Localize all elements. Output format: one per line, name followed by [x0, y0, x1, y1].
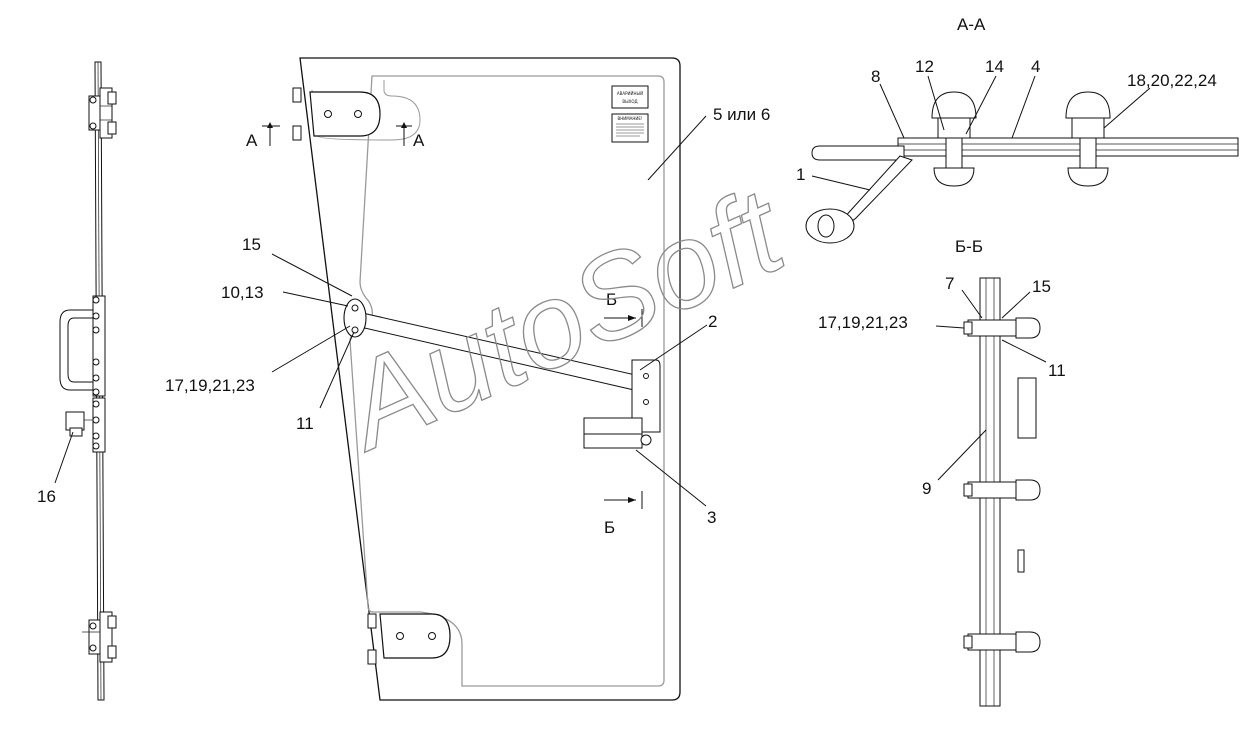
- leader-15: [271, 253, 353, 297]
- leader-1: [811, 175, 871, 191]
- leader-7: [961, 289, 983, 319]
- callout-11: 11: [296, 414, 314, 433]
- bb-clamp-2: [963, 479, 1041, 501]
- side-top-bracket: [88, 87, 117, 139]
- callout-10-13: 10,13: [221, 283, 264, 302]
- callout-11-bb: 11: [1048, 361, 1066, 380]
- emergency-exit-plate: АВАРИЙНЫЙ ВЫХОД: [611, 85, 649, 109]
- callout-17-19-21-23-bb: 17,19,21,23: [818, 313, 908, 332]
- leader-4: [1011, 75, 1036, 139]
- callout-4: 4: [1031, 57, 1040, 76]
- leader-8: [879, 83, 905, 139]
- leader-5-6: [647, 115, 707, 181]
- leader-18: [1103, 87, 1151, 129]
- leader-10-13: [282, 291, 349, 307]
- callout-18-20-22-24: 18,20,22,24: [1127, 71, 1217, 90]
- leader-17-bb: [935, 325, 965, 329]
- leader-9: [937, 429, 987, 481]
- callout-1: 1: [796, 165, 805, 184]
- cut-a-right: А: [413, 131, 425, 150]
- callout-17-19-21-23: 17,19,21,23: [165, 376, 255, 395]
- leader-3: [635, 449, 707, 507]
- door-inner-seal: [349, 75, 665, 687]
- leader-2: [639, 324, 708, 371]
- lock-mechanism: [583, 359, 661, 449]
- warning-plate: ВНИМАНИЕ!: [611, 113, 649, 143]
- section-b-b: Б-Б 7 15 17,19,21,23: [818, 237, 1066, 707]
- leader-17: [271, 325, 351, 373]
- leader-16: [54, 431, 74, 484]
- leader-14: [965, 75, 997, 135]
- callout-14: 14: [985, 57, 1004, 76]
- callout-15: 15: [242, 235, 261, 254]
- callout-8: 8: [871, 67, 880, 86]
- leader-12: [927, 75, 945, 131]
- callout-16: 16: [37, 487, 56, 506]
- svg-text:ВЫХОД: ВЫХОД: [622, 99, 637, 104]
- side-bottom-bracket: [82, 611, 117, 663]
- callout-2: 2: [708, 312, 717, 331]
- cut-a-left: А: [246, 131, 258, 150]
- side-handle: [59, 295, 106, 397]
- top-hinge-plate: [292, 87, 381, 141]
- section-b-b-title: Б-Б: [955, 237, 983, 256]
- callout-15-bb: 15: [1032, 277, 1051, 296]
- section-a-a: А-А 8 12 14 4: [796, 15, 1239, 244]
- callout-7: 7: [945, 274, 954, 293]
- aa-bolt-2: [1065, 91, 1111, 187]
- door-outline: [299, 57, 681, 701]
- bottom-hinge-plate: [367, 613, 451, 665]
- door-front-view: АВАРИЙНЫЙ ВЫХОД ВНИМАНИЕ!: [165, 57, 770, 701]
- side-view: 16: [37, 61, 117, 701]
- svg-text:АВАРИЙНЫЙ: АВАРИЙНЫЙ: [617, 91, 643, 96]
- callout-3: 3: [707, 508, 716, 527]
- callout-5-6: 5 или 6: [713, 105, 770, 124]
- svg-text:ВНИМАНИЕ!: ВНИМАНИЕ!: [617, 116, 642, 121]
- cut-b-top: Б: [606, 290, 617, 309]
- cut-mark-b: Б Б: [604, 290, 643, 537]
- leader-11: [319, 331, 355, 409]
- callout-9: 9: [922, 479, 931, 498]
- callout-12: 12: [915, 57, 934, 76]
- aa-bolt-1: [931, 91, 977, 187]
- leader-11-bb: [1001, 339, 1047, 363]
- section-a-a-title: А-А: [957, 15, 986, 34]
- cut-b-bottom: Б: [604, 518, 615, 537]
- leader-15-bb: [1001, 291, 1031, 319]
- side-mid-bracket: [65, 397, 106, 453]
- cut-mark-a: А А: [246, 122, 425, 150]
- bb-clamp-3: [963, 631, 1041, 653]
- bb-clamp-1: [963, 317, 1041, 339]
